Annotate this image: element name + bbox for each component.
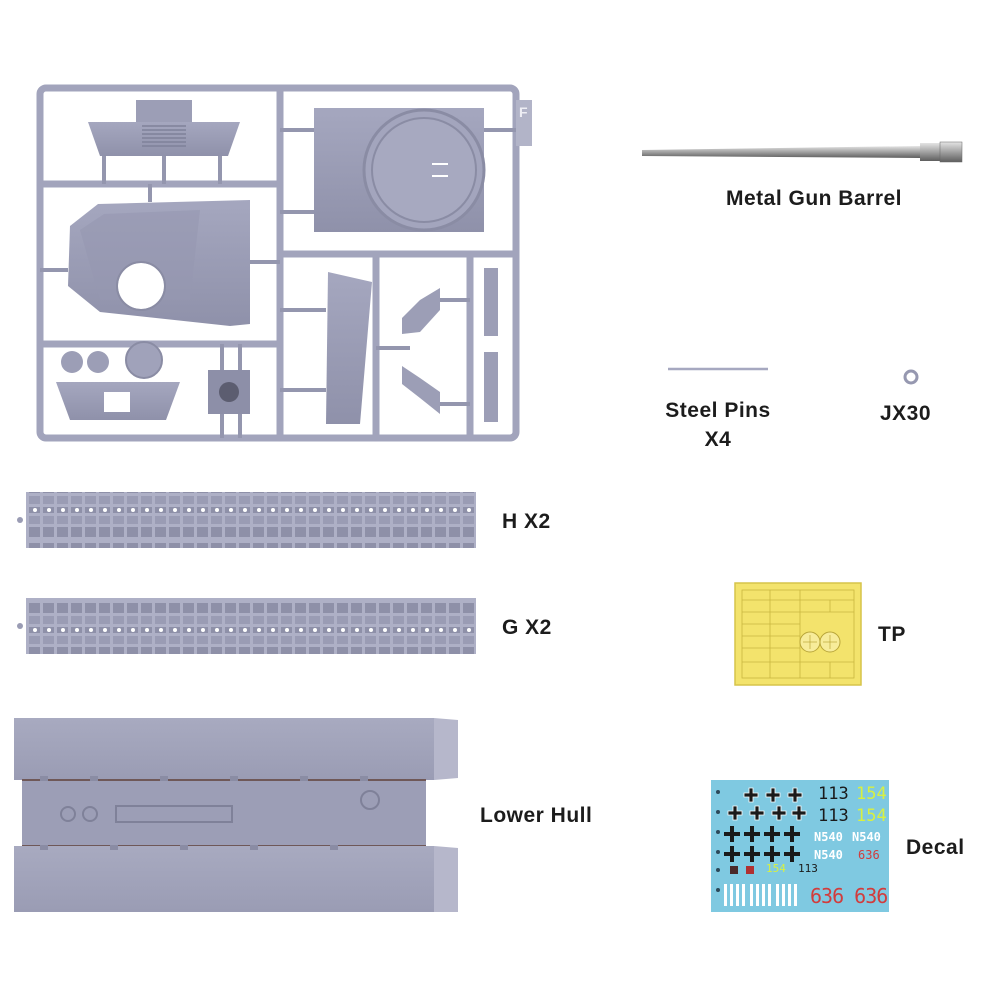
steel-pins-label: Steel Pins X4 xyxy=(648,396,788,454)
decal-number-636-large: 636 636 xyxy=(810,884,888,908)
track-g-label: G X2 xyxy=(502,616,552,639)
decal-number-154-b: 154 xyxy=(856,806,887,826)
decal-number-113-small: 113 xyxy=(798,862,818,875)
decal-code-n540-c: N540 xyxy=(814,848,843,862)
track-h-label: H X2 xyxy=(502,510,551,533)
decal-code-n540-a: N540 xyxy=(814,830,843,844)
decal-number-154-small: 154 xyxy=(766,862,786,875)
decal-number-113-b: 113 xyxy=(818,806,849,826)
decal-code-n540-b: N540 xyxy=(852,830,881,844)
metal-gun-barrel-label: Metal Gun Barrel xyxy=(725,187,903,210)
steel-pins-label-line1: Steel Pins xyxy=(665,399,771,422)
decal-number-154-a: 154 xyxy=(856,784,887,804)
sprue-letter: F xyxy=(519,104,528,120)
decal-number-113-a: 113 xyxy=(818,784,849,804)
decal-number-636-small: 636 xyxy=(858,848,880,862)
photo-etch-tp-label: TP xyxy=(878,623,906,646)
decal-label: Decal xyxy=(906,836,965,859)
lower-hull-label: Lower Hull xyxy=(480,804,593,827)
steel-pins-label-line2: X4 xyxy=(704,428,732,451)
jx30-label: JX30 xyxy=(880,402,932,425)
